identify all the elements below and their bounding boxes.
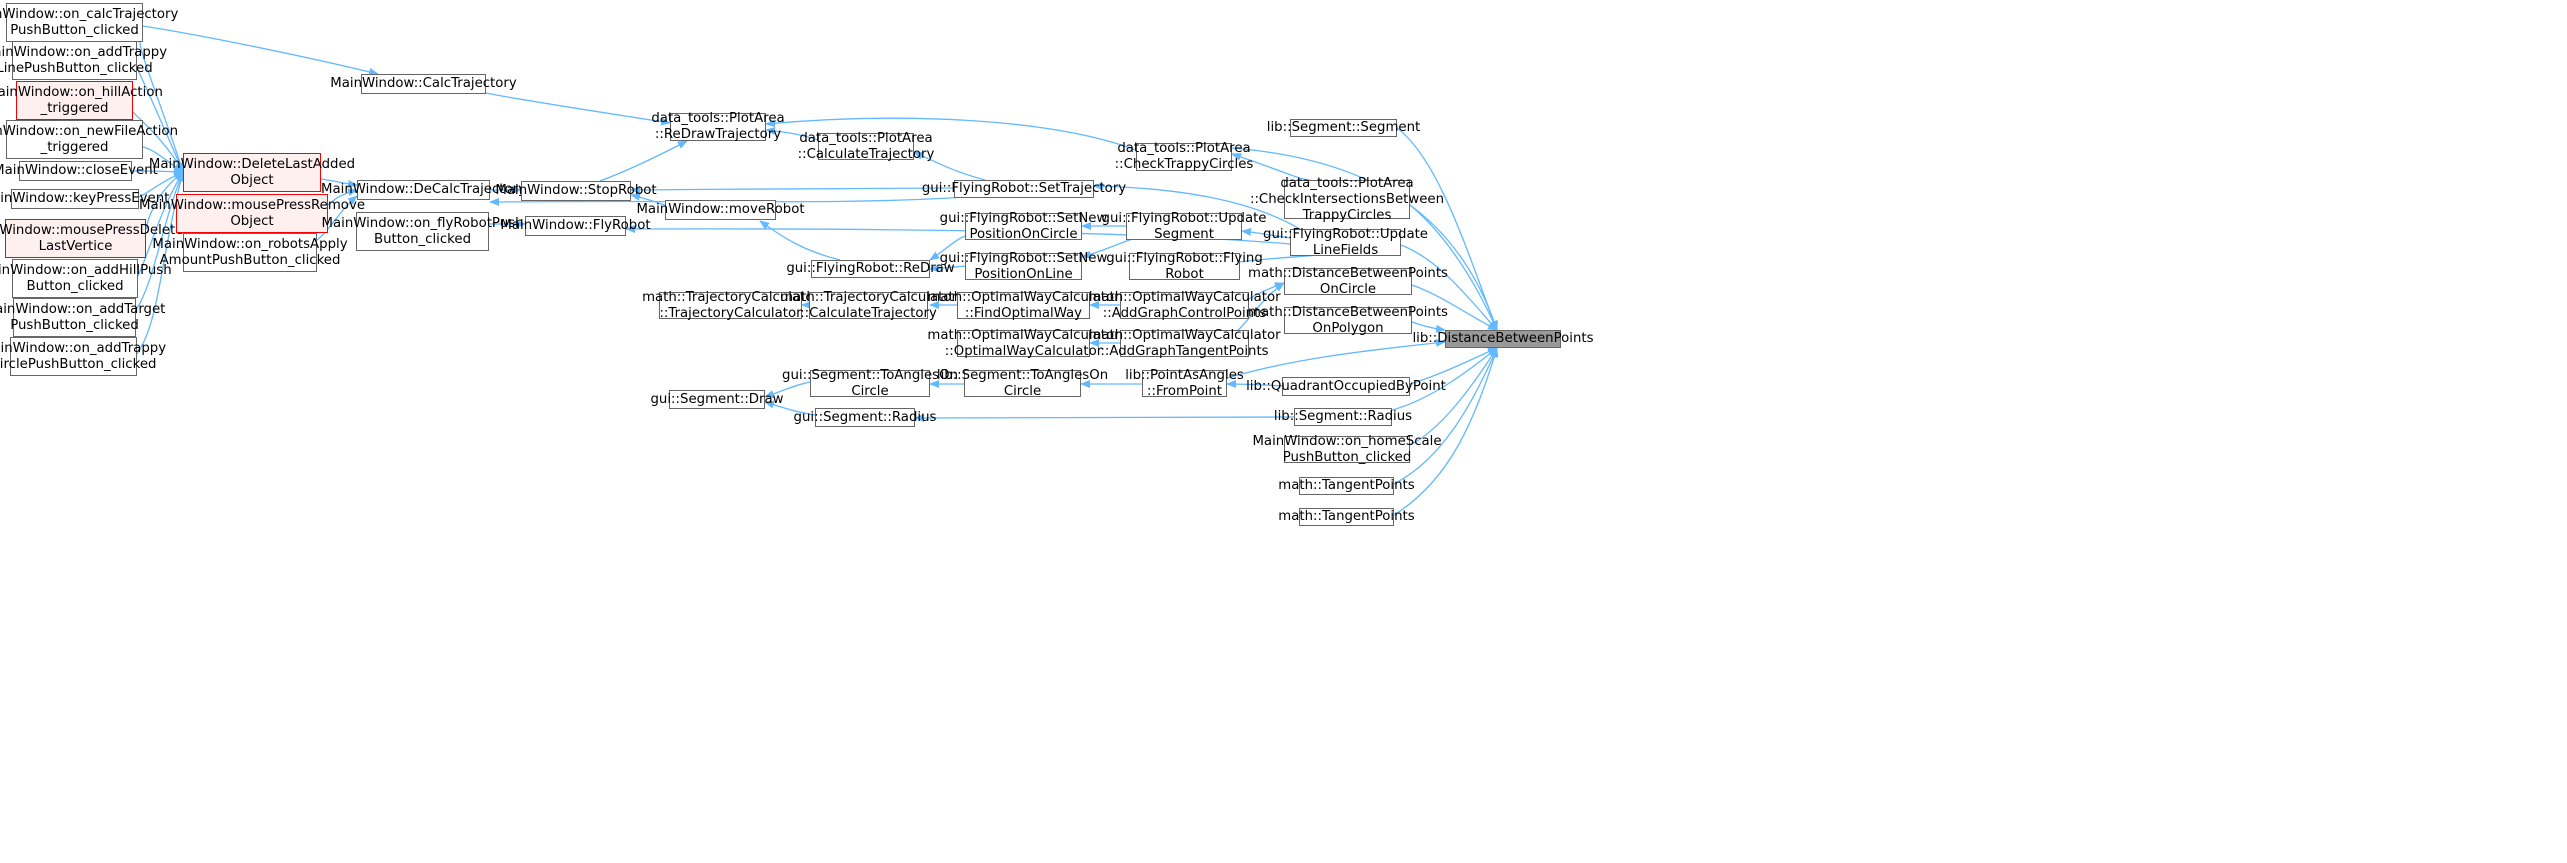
- call-edge: [1411, 321, 1446, 333]
- node-on-hill-action-triggered[interactable]: MainWindow::on_hillAction _triggered: [0, 81, 163, 120]
- call-edge: [1231, 153, 1311, 181]
- call-edge: [764, 400, 816, 416]
- node-set-new-position-on-line[interactable]: gui::FlyingRobot::SetNew PositionOnLine: [939, 250, 1108, 282]
- call-edge: [135, 171, 184, 311]
- node-on-add-target-push-button-clicked[interactable]: MainWindow::on_addTarget PushButton_clic…: [0, 298, 165, 337]
- call-edge: [630, 192, 666, 206]
- call-edge: [1241, 228, 1291, 239]
- node-trajectory-calculator-ctor[interactable]: math::TrajectoryCalculator ::TrajectoryC…: [642, 289, 819, 321]
- call-edge: [765, 126, 819, 141]
- node-on-home-scale-push-button-clicked[interactable]: MainWindow::on_homeScale PushButton_clic…: [1252, 433, 1442, 465]
- node-calculate-trajectory-plot-area[interactable]: data_tools::PlotArea ::CalculateTrajecto…: [797, 130, 935, 162]
- node-segment-ctor-lib[interactable]: lib::Segment::Segment: [1266, 119, 1421, 137]
- call-edge: [485, 92, 671, 126]
- call-edge: [320, 178, 358, 188]
- node-key-press-event[interactable]: MainWindow::keyPressEvent: [0, 189, 169, 209]
- node-redraw-trajectory[interactable]: data_tools::PlotArea ::ReDrawTrajectory: [651, 111, 785, 142]
- call-edge: [132, 111, 184, 173]
- node-quadrant-occupied-by-point[interactable]: lib::QuadrantOccupiedByPoint: [1246, 377, 1446, 396]
- node-segment-draw-gui[interactable]: gui::Segment::Draw: [650, 390, 784, 409]
- node-close-event[interactable]: MainWindow::closeEvent: [0, 161, 158, 181]
- node-optimal-way-calculator-ctor[interactable]: math::OptimalWayCalculator ::OptimalWayC…: [927, 327, 1120, 359]
- node-segment-radius-gui[interactable]: gui::Segment::Radius: [794, 408, 936, 427]
- call-edge: [1393, 347, 1498, 485]
- call-edge: [765, 117, 1137, 151]
- node-tangent-points-2[interactable]: math::TangentPoints: [1278, 508, 1415, 526]
- node-trajectory-calculator-calculate[interactable]: math::TrajectoryCalculator ::CalculateTr…: [780, 289, 957, 321]
- node-find-optimal-way[interactable]: math::OptimalWayCalculator ::FindOptimal…: [927, 289, 1120, 321]
- node-on-add-hill-push-button-clicked[interactable]: MainWindow::on_addHillPush Button_clicke…: [0, 259, 172, 298]
- node-update-segment[interactable]: gui::FlyingRobot::Update Segment: [1101, 210, 1267, 242]
- node-on-new-file-action-triggered[interactable]: MainWindow::on_newFileAction _triggered: [0, 120, 178, 159]
- call-edge: [136, 67, 184, 173]
- node-redraw[interactable]: gui::FlyingRobot::ReDraw: [786, 260, 955, 278]
- call-edge: [1409, 204, 1498, 331]
- call-edge: [759, 220, 841, 261]
- call-edge: [137, 171, 184, 277]
- node-on-fly-robot-push-button-clicked[interactable]: MainWindow::on_flyRobotPush Button_click…: [322, 212, 524, 251]
- node-tangent-points-1[interactable]: math::TangentPoints: [1278, 477, 1415, 495]
- node-segment-to-angles-on-circle-lib[interactable]: lib::Segment::ToAnglesOn Circle: [936, 367, 1109, 399]
- node-de-calc-trajectory[interactable]: MainWindow::DeCalcTrajectory: [321, 180, 526, 200]
- call-edge: [1234, 282, 1285, 334]
- call-edge: [316, 195, 358, 241]
- node-move-robot[interactable]: MainWindow::moveRobot: [636, 200, 805, 220]
- node-on-robots-apply-amount-push-button-clicked[interactable]: MainWindow::on_robotsApply AmountPushBut…: [152, 233, 348, 272]
- node-on-calc-trajectory-push-button-clicked[interactable]: MainWindow::on_calcTrajectory PushButton…: [0, 3, 178, 42]
- node-mouse-press-remove-object[interactable]: MainWindow::mousePressRemove Object: [139, 194, 365, 233]
- node-update-line-fields[interactable]: gui::FlyingRobot::Update LineFields: [1263, 226, 1428, 258]
- node-distance-between-points-on-circle[interactable]: math::DistanceBetweenPoints OnCircle: [1248, 265, 1448, 297]
- call-edge: [1226, 380, 1283, 389]
- node-delete-last-added-object[interactable]: MainWindow::DeleteLastAdded Object: [149, 153, 355, 192]
- call-edge: [327, 188, 358, 206]
- node-lib-distance-between-points: lib::DistanceBetweenPoints: [1412, 330, 1594, 348]
- node-distance-between-points-on-polygon[interactable]: math::DistanceBetweenPoints OnPolygon: [1248, 304, 1448, 336]
- node-segment-to-angles-on-circle-gui[interactable]: gui::Segment::ToAnglesOn Circle: [782, 367, 958, 399]
- call-edge: [136, 171, 185, 355]
- call-edge: [1409, 347, 1498, 446]
- call-edge: [1093, 182, 1301, 230]
- node-segment-radius-lib[interactable]: lib::Segment::Radius: [1273, 408, 1413, 426]
- node-add-graph-control-points[interactable]: math::OptimalWayCalculator ::AddGraphCon…: [1088, 289, 1281, 321]
- node-mouse-press-delete-last-vertice[interactable]: MainWindow::mousePressDelete LastVertice: [0, 219, 183, 258]
- call-edge: [1400, 244, 1498, 331]
- call-edge: [1393, 347, 1499, 516]
- call-edge: [1226, 338, 1446, 379]
- node-on-add-trappy-line-push-button-clicked[interactable]: MainWindow::on_addTrappy LinePushButton_…: [0, 41, 167, 80]
- call-edge: [1411, 284, 1498, 331]
- call-edge: [599, 140, 688, 182]
- node-fly-robot[interactable]: MainWindow::FlyRobot: [500, 216, 651, 236]
- call-edge: [142, 25, 379, 76]
- call-edge: [929, 235, 966, 261]
- node-flying-robot-ctor[interactable]: gui::FlyingRobot::Flying Robot: [1106, 250, 1263, 282]
- node-point-as-angles-from-point[interactable]: lib::PointAsAngles ::FromPoint: [1125, 367, 1244, 399]
- call-edge: [914, 413, 1295, 422]
- node-set-new-position-on-circle[interactable]: gui::FlyingRobot::SetNew PositionOnCircl…: [939, 210, 1108, 242]
- node-check-trappy-circles[interactable]: data_tools::PlotArea ::CheckTrappyCircle…: [1114, 141, 1254, 172]
- call-edge: [764, 381, 811, 398]
- call-edge: [630, 185, 955, 194]
- call-edge: [1391, 347, 1498, 411]
- node-on-add-trappy-circle-push-button-clicked[interactable]: MainWindow::on_addTrappy CirclePushButto…: [0, 337, 166, 376]
- call-edge: [913, 151, 986, 181]
- node-check-intersections-between-trappy-circles[interactable]: data_tools::PlotArea ::CheckIntersection…: [1249, 175, 1445, 223]
- node-set-trajectory[interactable]: gui::FlyingRobot::SetTrajectory: [921, 180, 1127, 198]
- node-stop-robot[interactable]: MainWindow::StopRobot: [495, 181, 657, 201]
- node-add-graph-tangent-points[interactable]: math::OptimalWayCalculator ::AddGraphTan…: [1088, 327, 1281, 359]
- node-calc-trajectory[interactable]: MainWindow::CalcTrajectory: [330, 74, 517, 94]
- call-edge: [929, 264, 966, 273]
